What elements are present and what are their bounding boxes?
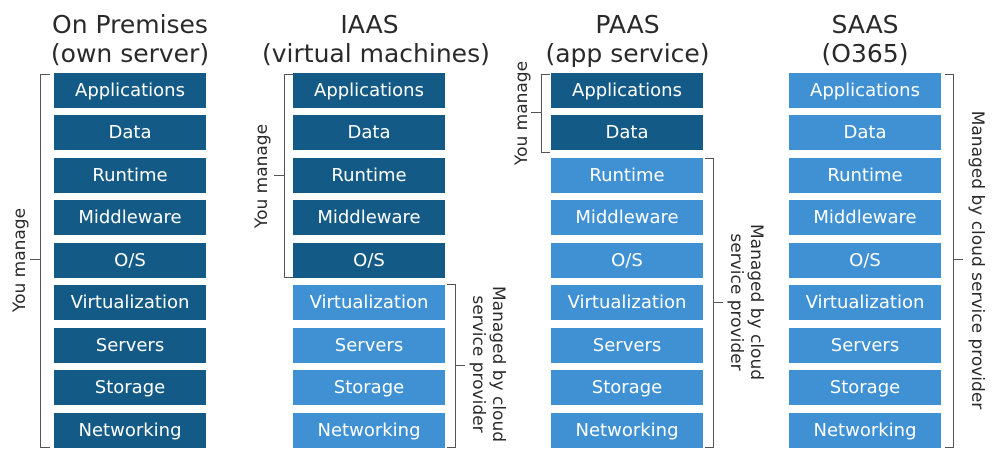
layer-applications: Applications <box>551 73 703 108</box>
you-manage-label: You manage <box>10 207 30 313</box>
layer-storage: Storage <box>789 370 941 405</box>
layer-applications: Applications <box>789 73 941 108</box>
provider-managed-bracket <box>705 158 714 448</box>
layer-virtualization: Virtualization <box>293 285 445 320</box>
you-manage-bracket <box>541 74 550 153</box>
layer-os: O/S <box>551 243 703 278</box>
layer-runtime: Runtime <box>54 158 206 193</box>
title-paas: PAAS (app service) <box>525 10 730 68</box>
layer-data: Data <box>551 115 703 150</box>
provider-managed-label: Managed by cloud service provider <box>468 286 508 442</box>
layer-applications: Applications <box>293 73 445 108</box>
layer-applications: Applications <box>54 73 206 108</box>
bracket-tick <box>274 175 284 176</box>
layer-middleware: Middleware <box>551 200 703 235</box>
bracket-tick <box>953 259 963 260</box>
label-line-2: service provider <box>468 295 488 433</box>
title-line-2: (own server) <box>50 39 210 68</box>
layer-servers: Servers <box>54 328 206 363</box>
layer-storage: Storage <box>54 370 206 405</box>
layer-os: O/S <box>54 243 206 278</box>
provider-managed-label: Managed by cloud service provider <box>967 110 987 410</box>
layer-storage: Storage <box>551 370 703 405</box>
layer-servers: Servers <box>551 328 703 363</box>
bracket-tick <box>713 302 723 303</box>
layer-runtime: Runtime <box>293 158 445 193</box>
layer-virtualization: Virtualization <box>54 285 206 320</box>
layer-data: Data <box>54 115 206 150</box>
layer-data: Data <box>789 115 941 150</box>
title-line-1: IAAS <box>340 10 399 39</box>
title-line-1: PAAS <box>595 10 660 39</box>
you-manage-bracket <box>40 74 50 448</box>
title-line-2: (virtual machines) <box>262 39 490 68</box>
you-manage-label: You manage <box>512 60 532 166</box>
layer-storage: Storage <box>293 370 445 405</box>
title-line-2: (app service) <box>545 39 710 68</box>
you-manage-bracket <box>284 74 293 278</box>
bracket-tick <box>531 112 541 113</box>
layer-networking: Networking <box>551 413 703 448</box>
label-line-2: service provider <box>726 233 746 371</box>
title-on-premises: On Premises (own server) <box>30 10 230 68</box>
bracket-tick <box>30 259 40 260</box>
layer-middleware: Middleware <box>789 200 941 235</box>
title-iaas: IAAS (virtual machines) <box>262 10 490 68</box>
layer-servers: Servers <box>789 328 941 363</box>
provider-managed-bracket <box>945 74 954 448</box>
layer-data: Data <box>293 115 445 150</box>
layer-runtime: Runtime <box>789 158 941 193</box>
layer-runtime: Runtime <box>551 158 703 193</box>
label-line-1: Managed by cloud <box>488 285 508 443</box>
layer-virtualization: Virtualization <box>551 285 703 320</box>
layer-os: O/S <box>293 243 445 278</box>
title-saas: SAAS (O365) <box>790 10 940 68</box>
title-line-2: (O365) <box>821 39 909 68</box>
layer-middleware: Middleware <box>293 200 445 235</box>
title-line-1: On Premises <box>52 10 208 39</box>
layer-networking: Networking <box>789 413 941 448</box>
bracket-tick <box>455 365 465 366</box>
layer-networking: Networking <box>54 413 206 448</box>
provider-managed-label: Managed by cloud service provider <box>726 224 766 380</box>
layer-os: O/S <box>789 243 941 278</box>
label-line-1: Managed by cloud <box>746 223 766 381</box>
title-line-1: SAAS <box>831 10 899 39</box>
layer-servers: Servers <box>293 328 445 363</box>
layer-virtualization: Virtualization <box>789 285 941 320</box>
layer-networking: Networking <box>293 413 445 448</box>
provider-managed-bracket <box>447 284 456 448</box>
you-manage-label: You manage <box>252 123 272 229</box>
layer-middleware: Middleware <box>54 200 206 235</box>
